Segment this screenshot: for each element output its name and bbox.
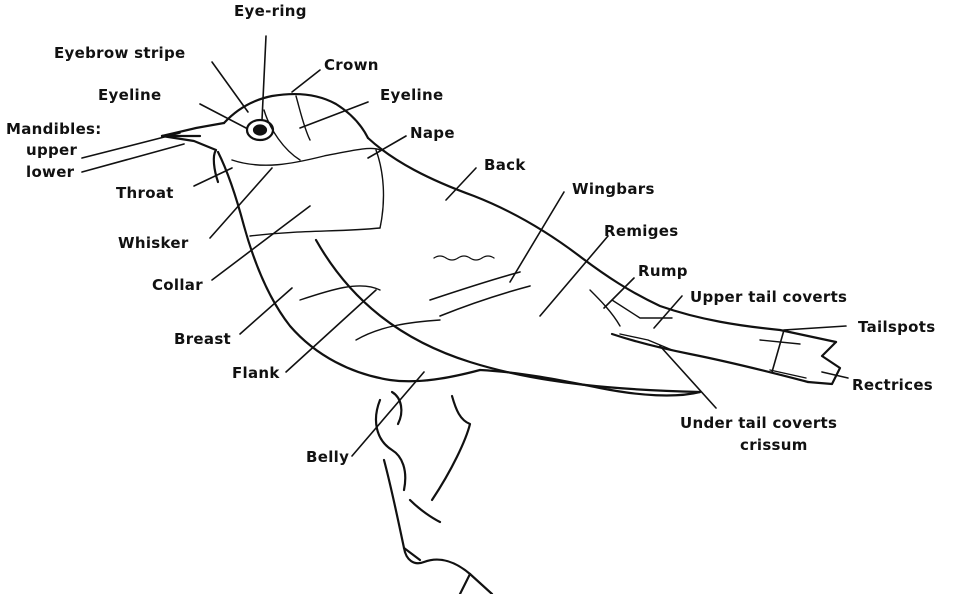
leader-nape bbox=[368, 136, 406, 158]
head-outline bbox=[224, 94, 368, 138]
upper-mandible bbox=[162, 123, 224, 136]
label-flank: Flank bbox=[232, 364, 280, 382]
leader-wingbars bbox=[510, 192, 564, 282]
label-eyeline-left: Eyeline bbox=[98, 86, 161, 104]
label-wingbars: Wingbars bbox=[572, 180, 655, 198]
label-eyeline-right: Eyeline bbox=[380, 86, 443, 104]
label-belly: Belly bbox=[306, 448, 349, 466]
label-upper: upper bbox=[26, 141, 77, 159]
label-nape: Nape bbox=[410, 124, 455, 142]
leader-lower bbox=[82, 144, 184, 172]
label-eyebrow-stripe: Eyebrow stripe bbox=[54, 44, 185, 62]
label-mandibles: Mandibles: bbox=[6, 120, 102, 138]
label-tailspots: Tailspots bbox=[858, 318, 935, 336]
leg-back bbox=[432, 396, 470, 500]
label-remiges: Remiges bbox=[604, 222, 678, 240]
perch-branch bbox=[384, 460, 492, 594]
eye bbox=[254, 126, 266, 135]
leader-eyebrow bbox=[212, 62, 248, 112]
leader-remiges bbox=[540, 236, 608, 316]
leader-throat bbox=[194, 168, 232, 186]
leader-eyeline-left bbox=[200, 104, 246, 128]
back-outline bbox=[368, 138, 836, 342]
belly-outline bbox=[218, 152, 480, 381]
label-collar: Collar bbox=[152, 276, 203, 294]
label-crissum: crissum bbox=[740, 436, 808, 454]
label-breast: Breast bbox=[174, 330, 231, 348]
label-lower: lower bbox=[26, 163, 74, 181]
leader-collar bbox=[212, 206, 310, 280]
leader-breast bbox=[240, 288, 292, 334]
label-back: Back bbox=[484, 156, 526, 174]
label-under-tail-coverts: Under tail coverts bbox=[680, 414, 837, 432]
leader-eye-ring bbox=[262, 36, 266, 120]
label-whisker: Whisker bbox=[118, 234, 189, 252]
label-throat: Throat bbox=[116, 184, 174, 202]
label-rectrices: Rectrices bbox=[852, 376, 933, 394]
leader-crown bbox=[292, 70, 320, 92]
leader-belly bbox=[352, 372, 424, 456]
label-crown: Crown bbox=[324, 56, 379, 74]
label-eye-ring: Eye-ring bbox=[234, 2, 307, 20]
label-upper-tail-coverts: Upper tail coverts bbox=[690, 288, 847, 306]
leader-whisker bbox=[210, 168, 272, 238]
label-rump: Rump bbox=[638, 262, 688, 280]
leader-under-tail-coverts bbox=[660, 346, 716, 408]
tail-tip bbox=[808, 342, 840, 384]
